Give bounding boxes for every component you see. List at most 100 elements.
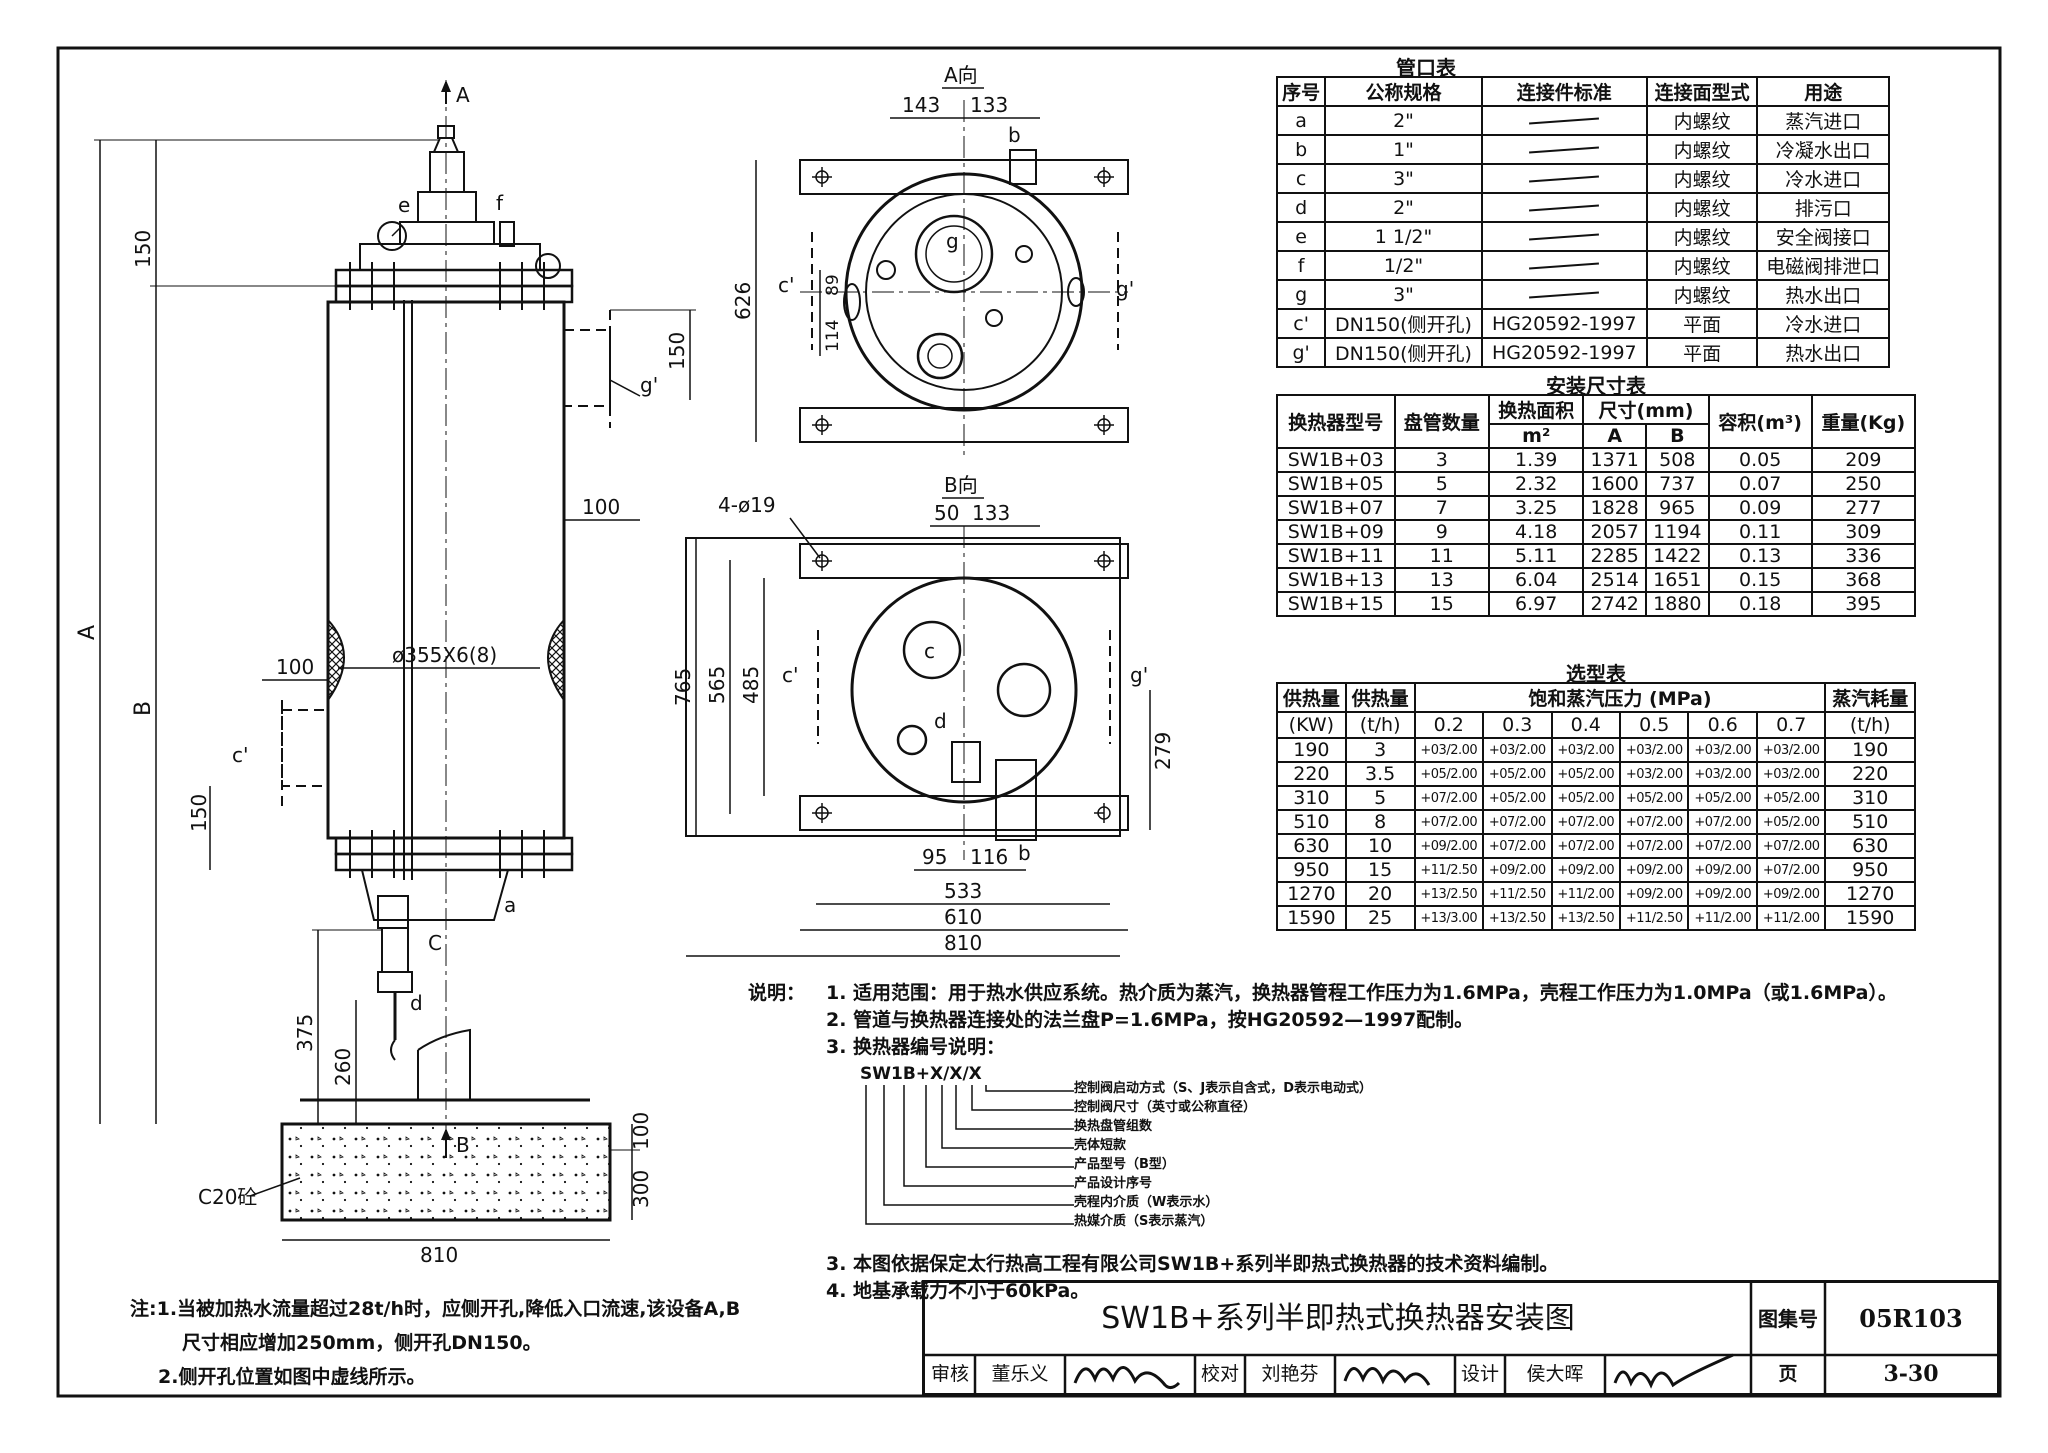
dim-A-label: A (75, 625, 100, 640)
nozzle-row-cell: 电磁阀排泄口 (1756, 250, 1890, 281)
install-h-B: B (1645, 423, 1710, 449)
atlas-number: 05R103 (1859, 1304, 1963, 1333)
code-leader-lines (865, 1085, 1074, 1225)
side-port-c-prime: c' (232, 743, 249, 767)
install-row-cell: 6.97 (1487, 591, 1585, 617)
selection-row-cell: 310 (1824, 785, 1916, 811)
note-3: 3. 换热器编号说明： (826, 1036, 1006, 1058)
nozzle-row-cell: c' (1275, 308, 1327, 339)
view-b: B向 4-ø19 50 133 c d b c' g' 765 (671, 473, 1175, 957)
dim-100-right: 100 (582, 495, 620, 519)
selection-row-cell: +03/2.00 (1618, 737, 1690, 763)
selection-row-cell: +03/2.00 (1755, 737, 1827, 763)
selection-row-cell: +07/2.00 (1550, 833, 1621, 859)
install-h-coils: 盘管数量 (1393, 394, 1490, 449)
selection-row-cell: +03/2.00 (1755, 761, 1827, 787)
install-row-cell: 2285 (1582, 543, 1648, 569)
install-row-cell: 13 (1393, 567, 1490, 593)
nozzle-row-cell (1480, 221, 1648, 252)
code-item: 产品设计序号 (1074, 1176, 1153, 1191)
dim-300-base: 300 (629, 1170, 653, 1208)
blank-standard-dash (1529, 146, 1600, 154)
nozzle-row-cell: 内螺纹 (1645, 192, 1759, 223)
port-f-label: f (496, 191, 504, 215)
view-b-dim-95: 95 (922, 845, 947, 869)
nozzle-row-cell: g' (1275, 337, 1327, 368)
selection-row-cell: +13/3.00 (1413, 905, 1485, 931)
selection-row-cell: +05/2.00 (1618, 785, 1690, 811)
nozzle-row-cell: c (1275, 163, 1327, 194)
title-block: SW1B+系列半即热式换热器安装图 图集号 05R103 审核 董乐义 校对 刘… (922, 1280, 2000, 1396)
selection-row-cell: +09/2.00 (1618, 881, 1690, 907)
code-item: 热媒介质（S表示蒸汽） (1074, 1214, 1214, 1229)
nozzle-row-cell: 安全阀接口 (1756, 221, 1890, 252)
selection-table: 供热量 供热量 饱和蒸汽压力 (MPa) 蒸汽耗量 (KW) (t/h) 0.2… (1276, 682, 1916, 931)
selection-row-cell: +07/2.00 (1755, 833, 1827, 859)
install-row-cell: 2742 (1582, 591, 1648, 617)
view-a-port-c-prime: c' (778, 273, 795, 297)
install-row-cell: 1828 (1582, 495, 1648, 521)
install-row-cell: 15 (1393, 591, 1490, 617)
nozzle-row-cell: 冷水进口 (1756, 163, 1890, 194)
nozzle-row-cell: d (1275, 192, 1327, 223)
nozzle-row-cell: HG20592-1997 (1480, 337, 1648, 368)
nozzle-h-spec: 公称规格 (1324, 76, 1483, 107)
footnote-line-1: 注:1.当被加热水流量超过28t/h时，应侧开孔,降低入口流速,该设备A,B (130, 1298, 741, 1320)
sel-h-flow: 供热量 (1344, 682, 1416, 713)
code-item: 壳体短款 (1074, 1138, 1127, 1153)
sel-h-p0: 0.2 (1413, 711, 1485, 739)
nozzle-row-cell: g (1275, 279, 1327, 310)
nozzle-row-cell (1480, 250, 1648, 281)
nozzle-h-no: 序号 (1275, 76, 1327, 107)
design-label: 设计 (1460, 1363, 1499, 1385)
atlas-label: 图集号 (1758, 1307, 1818, 1331)
nozzle-row-cell: 内螺纹 (1645, 221, 1759, 252)
nozzle-row-cell: 内螺纹 (1645, 250, 1759, 281)
install-table-caption: 安装尺寸表 (1546, 374, 1646, 398)
sel-h-flow-unit: (t/h) (1344, 711, 1416, 739)
nozzle-row-cell: 1/2" (1324, 250, 1483, 281)
nozzle-row-cell (1480, 279, 1648, 310)
control-valve-body (429, 151, 465, 193)
select-table-caption: 选型表 (1566, 662, 1626, 686)
selection-row-cell: +05/2.00 (1550, 785, 1621, 811)
selection-row-cell: +07/2.00 (1687, 833, 1758, 859)
arrow-b-label: B (456, 1133, 470, 1157)
install-row-cell: 277 (1810, 495, 1917, 521)
check-label: 校对 (1200, 1363, 1239, 1385)
selection-row-cell: +11/2.50 (1618, 905, 1690, 931)
nozzle-row-cell: 排污口 (1756, 192, 1890, 223)
dim-150-top: 150 (131, 230, 155, 268)
view-b-dim-565: 565 (705, 666, 729, 704)
selection-row-cell: 190 (1276, 737, 1347, 763)
selection-row-cell: +05/2.00 (1755, 785, 1827, 811)
view-b-title: B向 (944, 473, 978, 497)
install-row-cell: 737 (1645, 471, 1710, 497)
code-items: 控制阀启动方式（S、J表示自含式，D表示电动式）控制阀尺寸（英寸或公称直径）换热… (1074, 1079, 1372, 1231)
arrow-a-label: A (456, 83, 470, 107)
concrete-label: C20砼 (198, 1185, 257, 1209)
nozzle-row-cell: b (1275, 134, 1327, 165)
install-h-area-unit: m² (1487, 423, 1585, 449)
blank-standard-dash (1529, 291, 1600, 299)
selection-row-cell: +13/2.50 (1413, 881, 1485, 907)
view-b-port-b: b (1018, 841, 1031, 865)
install-row-cell: SW1B+15 (1276, 591, 1396, 617)
selection-row-cell: +07/2.00 (1618, 809, 1690, 835)
sel-h-heat-unit: (KW) (1276, 711, 1347, 739)
code-item: 产品型号（B型） (1074, 1157, 1175, 1172)
install-row-cell: 11 (1393, 543, 1490, 569)
nozzle-row-cell: 3" (1324, 163, 1483, 194)
footnote-line-3: 2.侧开孔位置如图中虚线所示。 (158, 1366, 426, 1388)
sel-h-steam: 蒸汽耗量 (1824, 682, 1916, 713)
nozzle-table-caption: 管口表 (1396, 56, 1456, 80)
